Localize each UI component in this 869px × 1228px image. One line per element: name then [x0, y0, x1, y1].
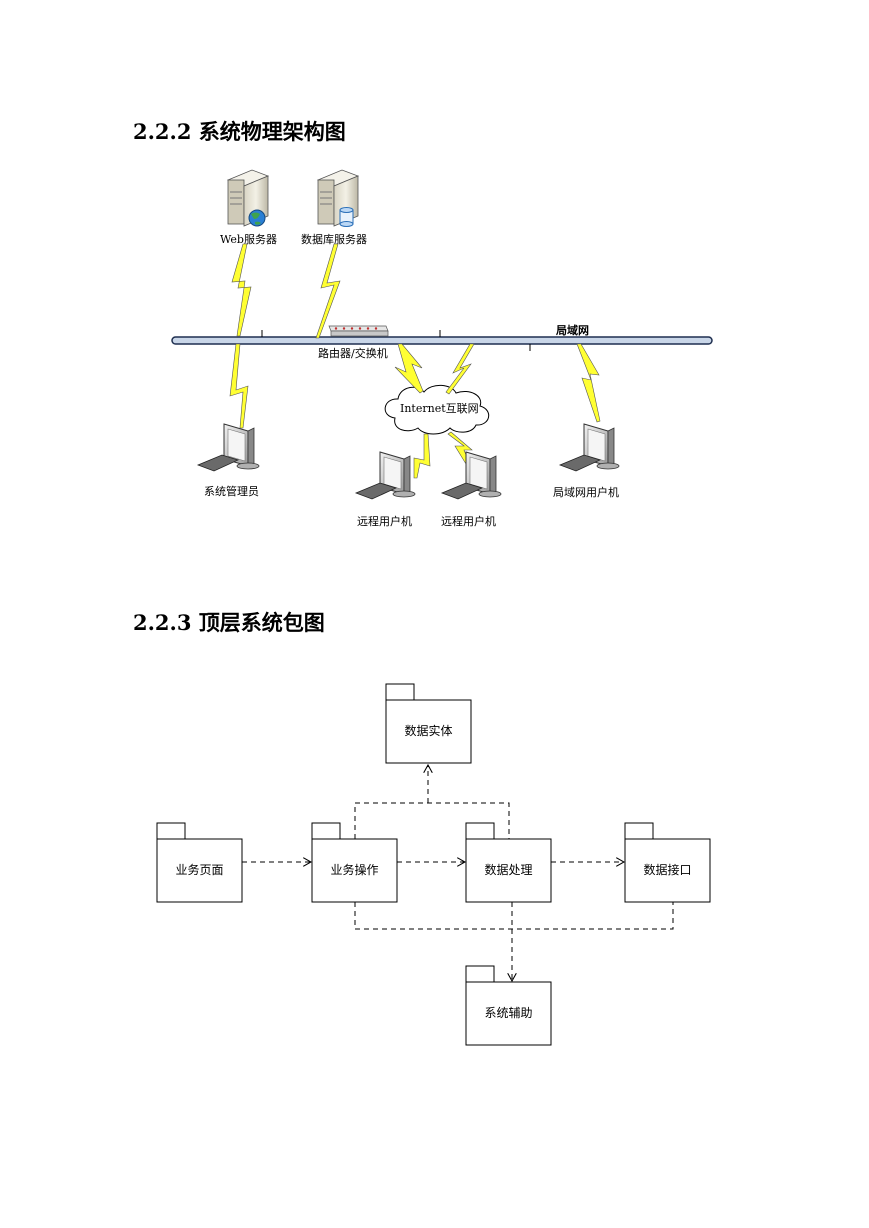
- lan-bus: [171, 330, 713, 351]
- package-data-process-label: 数据处理: [484, 862, 532, 877]
- remote1-label: 远程用户机: [357, 514, 412, 528]
- package-system-aux: [465, 965, 552, 1046]
- heading-physical-architecture: 2.2.2 系统物理架构图: [133, 119, 346, 144]
- package-data-entity: [385, 683, 472, 764]
- bolt-web-server: [231, 243, 252, 337]
- db-server-label: 数据库服务器: [301, 232, 367, 246]
- router-switch-label: 路由器/交换机: [318, 346, 388, 360]
- computer-lan-user-icon: [558, 423, 620, 472]
- package-data-process: [465, 822, 552, 903]
- lightning-bolts: [229, 243, 601, 479]
- web-server-icon: [226, 169, 270, 227]
- db-server-icon: [316, 169, 360, 227]
- internet-label: Internet互联网: [400, 402, 479, 415]
- package-business-page-label: 业务页面: [175, 862, 223, 877]
- package-data-entity-label: 数据实体: [404, 723, 452, 738]
- internet-cloud-icon: [384, 384, 490, 435]
- lan-user-label: 局域网用户机: [553, 485, 619, 499]
- package-system-aux-label: 系统辅助: [484, 1006, 532, 1020]
- remote2-label: 远程用户机: [441, 514, 496, 528]
- package-data-interface-label: 数据接口: [643, 862, 691, 877]
- dep-to-system-aux-bus: [354, 902, 674, 930]
- bolt-db-server: [315, 243, 341, 339]
- web-server-label: Web服务器: [220, 233, 277, 246]
- lan-label: 局域网: [555, 323, 589, 337]
- bolt-cloud-bus: [445, 343, 475, 395]
- bolt-cloud-remote1: [413, 433, 431, 479]
- computer-remote1-icon: [354, 451, 416, 500]
- bolt-admin: [229, 343, 249, 429]
- dep-to-data-entity: [354, 802, 510, 839]
- package-data-interface: [624, 822, 711, 903]
- router-switch-icon: [328, 325, 389, 337]
- heading-package-diagram: 2.2.3 顶层系统包图: [133, 610, 325, 635]
- admin-label: 系统管理员: [204, 484, 259, 498]
- package-business-op-label: 业务操作: [330, 862, 378, 877]
- bolt-router-cloud: [394, 343, 424, 394]
- computer-admin-icon: [196, 423, 260, 472]
- computer-remote2-icon: [440, 451, 502, 500]
- package-business-page: [156, 822, 243, 903]
- bolt-lan-user: [576, 343, 601, 423]
